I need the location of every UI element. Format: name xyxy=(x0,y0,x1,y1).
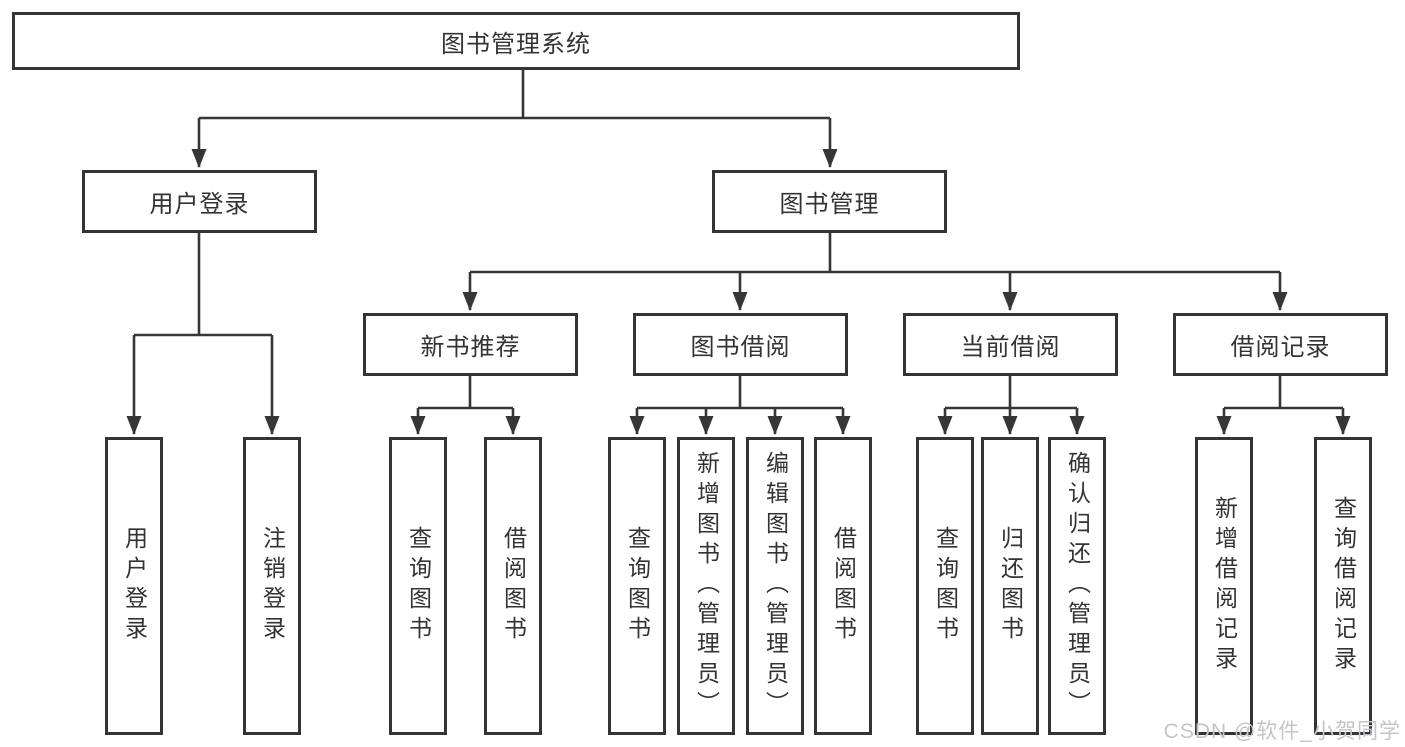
leaf-query-borrow-record-label: 查询借阅记录 xyxy=(1330,496,1357,676)
leaf-logout-label: 注销登录 xyxy=(259,526,286,646)
leaf-borrow-books-recommend-label: 借阅图书 xyxy=(500,526,527,646)
node-user-login: 用户登录 xyxy=(82,170,317,233)
leaf-query-books-recommend-label: 查询图书 xyxy=(405,526,432,646)
node-user-login-label: 用户登录 xyxy=(149,191,250,218)
leaf-edit-book-admin-label: 编辑图书（管理员） xyxy=(762,451,789,721)
leaf-query-books-borrow: 查询图书 xyxy=(608,437,666,735)
leaf-add-borrow-record-label: 新增借阅记录 xyxy=(1211,496,1238,676)
leaf-query-books-current-label: 查询图书 xyxy=(932,526,959,646)
node-book-management-label: 图书管理 xyxy=(779,191,880,218)
leaf-query-borrow-record: 查询借阅记录 xyxy=(1314,437,1372,735)
leaf-add-book-admin: 新增图书（管理员） xyxy=(677,437,735,735)
leaf-logout: 注销登录 xyxy=(243,437,301,735)
csdn-watermark: CSDN @软件_小贺同学 xyxy=(1163,720,1401,743)
leaf-query-books-borrow-label: 查询图书 xyxy=(624,526,651,646)
leaf-borrow-books-label: 借阅图书 xyxy=(830,526,857,646)
node-borrowing-records-label: 借阅记录 xyxy=(1230,334,1331,361)
leaf-return-book: 归还图书 xyxy=(981,437,1039,735)
node-new-book-recommend: 新书推荐 xyxy=(363,313,578,376)
leaf-query-books-recommend: 查询图书 xyxy=(389,437,447,735)
leaf-borrow-books: 借阅图书 xyxy=(814,437,872,735)
leaf-borrow-books-recommend: 借阅图书 xyxy=(484,437,542,735)
leaf-query-books-current: 查询图书 xyxy=(916,437,974,735)
node-current-borrowing: 当前借阅 xyxy=(903,313,1118,376)
node-root-label: 图书管理系统 xyxy=(441,30,591,58)
node-book-management: 图书管理 xyxy=(712,170,947,233)
leaf-return-book-label: 归还图书 xyxy=(997,526,1024,646)
node-root: 图书管理系统 xyxy=(12,12,1020,70)
leaf-user-login-label: 用户登录 xyxy=(121,526,148,646)
leaf-add-borrow-record: 新增借阅记录 xyxy=(1195,437,1253,735)
node-book-borrowing: 图书借阅 xyxy=(633,313,848,376)
node-book-borrowing-label: 图书借阅 xyxy=(690,334,791,361)
leaf-edit-book-admin: 编辑图书（管理员） xyxy=(746,437,804,735)
node-current-borrowing-label: 当前借阅 xyxy=(960,334,1061,361)
leaf-confirm-return-admin: 确认归还（管理员） xyxy=(1048,437,1106,735)
node-new-book-recommend-label: 新书推荐 xyxy=(420,334,521,361)
leaf-confirm-return-admin-label: 确认归还（管理员） xyxy=(1064,451,1091,721)
leaf-add-book-admin-label: 新增图书（管理员） xyxy=(693,451,720,721)
node-borrowing-records: 借阅记录 xyxy=(1173,313,1388,376)
leaf-user-login: 用户登录 xyxy=(105,437,163,735)
